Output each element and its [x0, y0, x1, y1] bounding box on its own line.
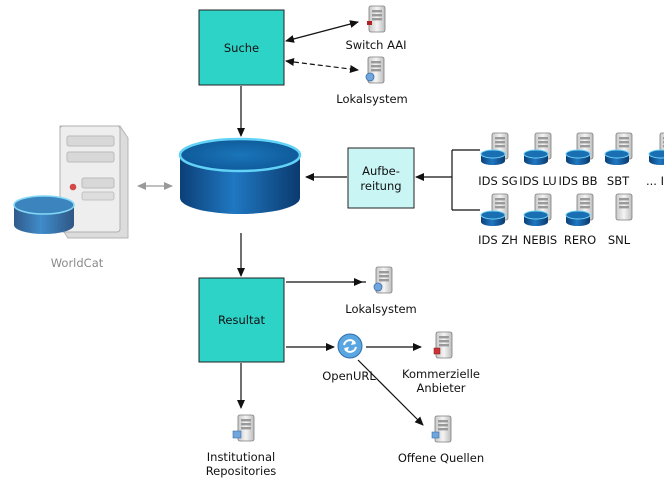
source-label-snl: SNL: [608, 233, 631, 247]
worldcat-label: WorldCat: [51, 256, 104, 270]
lokalsystem-top-server-icon: [365, 56, 385, 84]
aufbereitung-label-2: reitung: [360, 179, 401, 193]
source-db-rero-icon: [565, 193, 594, 227]
source-db-more-icon: [648, 132, 664, 166]
openurl-label: OpenURL: [322, 369, 376, 383]
source-label-ids-lu: IDS LU: [519, 174, 556, 188]
source-db-sbt-icon: [604, 132, 633, 166]
source-db-ids-zh-icon: [480, 193, 509, 227]
lokalsystem-bottom-server-icon: [373, 266, 393, 294]
lokalsystem-bottom-label: Lokalsystem: [345, 302, 417, 316]
source-label-ids-sg: IDS SG: [478, 174, 517, 188]
offene-quellen-server-icon: [431, 415, 452, 443]
source-label-ids-bb: IDS BB: [559, 174, 598, 188]
source-label-ids-zh: IDS ZH: [478, 233, 518, 247]
institutional-label-1: Institutional: [207, 450, 275, 464]
kommerzielle-label-1: Kommerzielle: [402, 367, 480, 381]
source-label-rero: RERO: [564, 233, 596, 247]
worldcat-server-icon: [13, 125, 129, 239]
resultat-label: Resultat: [218, 313, 266, 327]
central-database-icon: [178, 137, 302, 214]
aufbereitung-label-1: Aufbe-: [362, 164, 400, 178]
source-db-nebis-icon: [523, 193, 552, 227]
suche-box: Suche: [198, 9, 285, 86]
source-db-ids-lu-icon: [523, 132, 552, 166]
kommerzielle-label-2: Anbieter: [416, 381, 465, 395]
source-label-more: ... I: [646, 174, 664, 188]
offene-quellen-label: Offene Quellen: [398, 451, 484, 465]
suche-label: Suche: [224, 41, 259, 55]
source-db-snl-icon: [615, 193, 633, 221]
source-db-ids-bb-icon: [565, 132, 594, 166]
switch-aai-label: Switch AAI: [345, 38, 406, 52]
switch-aai-server-icon: [367, 5, 386, 33]
source-label-nebis: NEBIS: [523, 233, 557, 247]
aufbereitung-box: Aufbe- reitung: [347, 147, 415, 209]
kommerzielle-anbieter-server-icon: [433, 331, 453, 359]
openurl-sync-icon: [337, 333, 363, 359]
institutional-repositories-server-icon: [232, 414, 255, 442]
source-db-ids-sg-icon: [480, 132, 509, 166]
resultat-box: Resultat: [198, 277, 285, 363]
source-label-sbt: SBT: [607, 174, 630, 188]
lokalsystem-top-label: Lokalsystem: [336, 92, 408, 106]
institutional-label-2: Repositories: [206, 464, 277, 478]
connectors: [237, 20, 480, 426]
